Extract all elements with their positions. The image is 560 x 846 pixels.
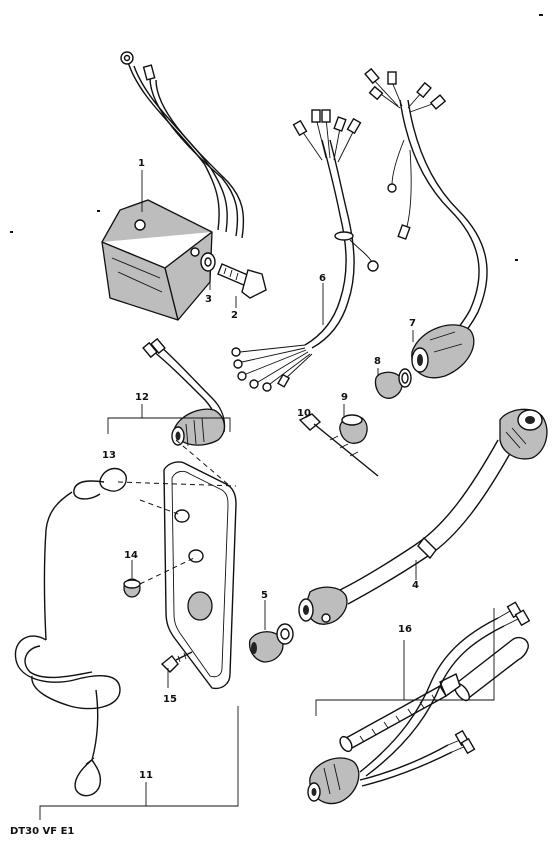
- callout-9: 9: [341, 392, 348, 403]
- part-16-assembly: [307, 601, 531, 805]
- callout-3: 3: [205, 294, 212, 305]
- callout-12: 12: [135, 392, 149, 403]
- part-3-washer: [200, 252, 216, 272]
- part-2-bolt: [217, 263, 267, 299]
- callout-1: 1: [138, 158, 145, 169]
- callout-8: 8: [374, 356, 381, 367]
- part-6-harness: [231, 109, 379, 392]
- part-12-stop-switch: [142, 337, 226, 447]
- callout-5: 5: [261, 590, 268, 601]
- part-15-screw: [160, 651, 193, 673]
- part-10-key: [298, 413, 379, 477]
- callout-13: 13: [102, 450, 116, 461]
- callout-14: 14: [124, 550, 138, 561]
- callout-6: 6: [319, 273, 326, 284]
- callout-10: 10: [297, 408, 311, 419]
- part-1-unit: [101, 51, 245, 321]
- callout-labels: 1 2 3 4 5 6 7 8 9 10 11 12 13 14 15 16: [102, 158, 419, 781]
- part-14-plug: [123, 578, 141, 598]
- part-13-lanyard: [14, 467, 127, 797]
- leader-lines: [39, 170, 495, 820]
- diagram-caption: DT30 VF E1: [10, 826, 74, 837]
- part-5-clip: [248, 623, 294, 663]
- part-9-cap: [339, 414, 368, 444]
- part-8-nut: [374, 368, 412, 399]
- callout-15: 15: [163, 694, 177, 705]
- callout-16: 16: [398, 624, 412, 635]
- callout-4: 4: [412, 580, 419, 591]
- switch-plate: [163, 461, 237, 690]
- callout-2: 2: [231, 310, 238, 321]
- callout-11: 11: [139, 770, 153, 781]
- part-7-switch-harness: [364, 67, 488, 379]
- part-4-cable: [298, 408, 548, 625]
- scan-marks: [10, 14, 543, 261]
- callout-7: 7: [409, 318, 416, 329]
